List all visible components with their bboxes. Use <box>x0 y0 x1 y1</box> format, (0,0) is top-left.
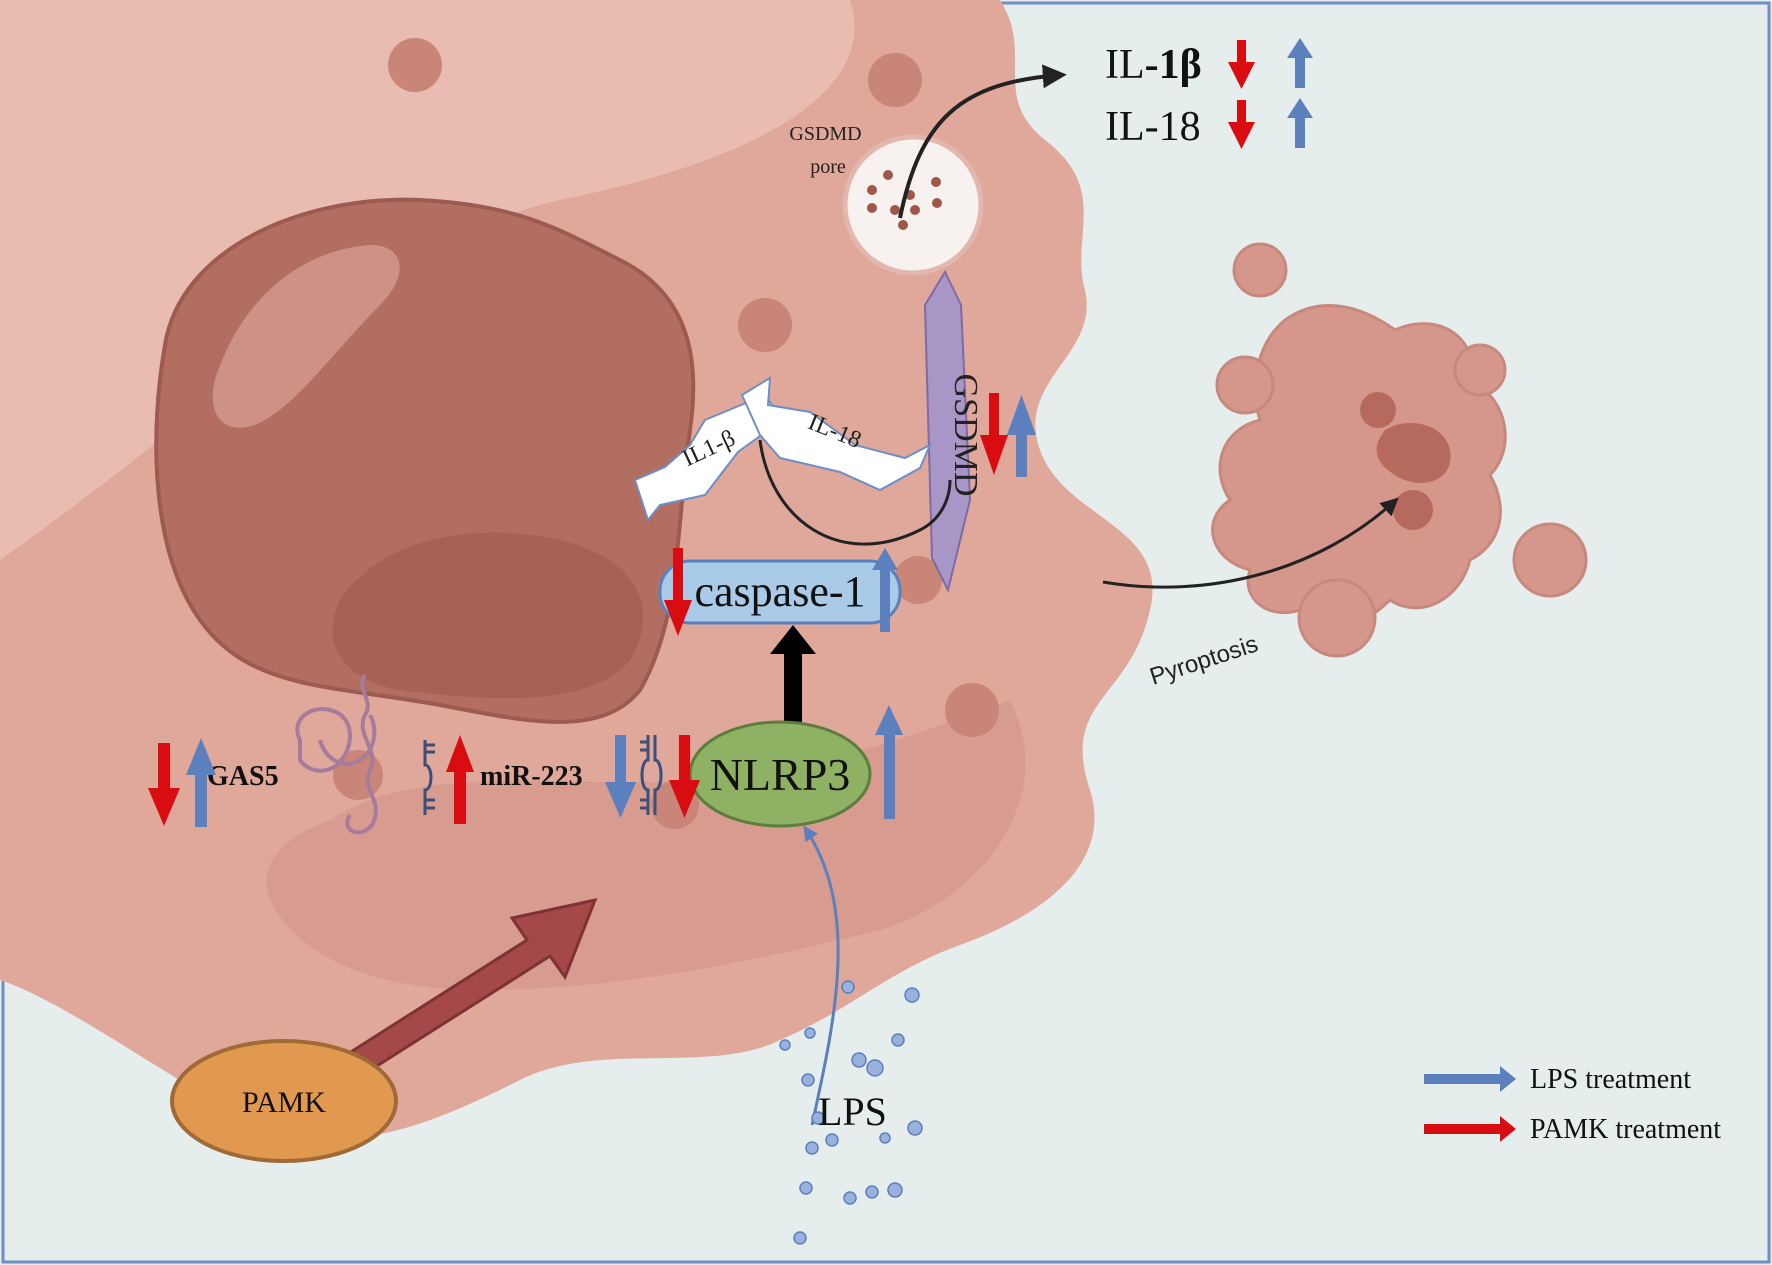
lps-label: LPS <box>818 1089 887 1134</box>
il18-secreted-label: IL-18 <box>1105 104 1201 150</box>
release-arrow <box>898 64 1067 219</box>
caspase-lps-up-arrow <box>872 548 898 632</box>
granule <box>333 750 383 800</box>
gas5-rna-icon <box>295 673 378 835</box>
granule <box>894 556 942 604</box>
il18-cleaved-shape <box>740 376 933 492</box>
nucleus-inner <box>332 532 644 699</box>
gas5-label: GAS5 <box>207 761 279 792</box>
pamk-node <box>170 1039 398 1163</box>
granule <box>738 298 792 352</box>
granule <box>945 683 999 737</box>
il1b-pamk-down-arrow <box>1228 40 1255 89</box>
pore-particles <box>867 170 942 230</box>
nlrp3-activation-arrow <box>770 625 816 722</box>
il18-lps-up-arrow <box>1287 98 1313 148</box>
gsdmd-pore-label: GSDMD pore <box>789 123 866 178</box>
gsdmd-pamk-down-arrow <box>980 393 1008 475</box>
nlrp3-lps-up-arrow <box>875 705 903 819</box>
gsdmd-lps-up-arrow <box>1007 395 1036 477</box>
pamk-label: PAMK <box>242 1086 326 1119</box>
il1b-secreted-label: IL-1β <box>1105 42 1202 88</box>
pyroptosis-arrow <box>1102 497 1399 589</box>
mir223-icon <box>423 740 435 815</box>
mir223-pamk-up-arrow <box>446 735 474 824</box>
il1b-lps-up-arrow <box>1287 38 1313 88</box>
il18-pamk-down-arrow <box>1228 100 1255 149</box>
granule <box>868 53 922 107</box>
caspase-cleavage-loop <box>758 439 952 546</box>
mir223-label: miR-223 <box>480 761 583 792</box>
gas5-pamk-down-arrow <box>148 743 180 826</box>
lps-activation-arrow <box>803 825 840 1126</box>
pyroptotic-cell <box>1211 242 1588 658</box>
pamk-effect-arrow <box>332 897 598 1080</box>
caspase-pamk-down-arrow <box>664 548 692 636</box>
legend-label-pamk: PAMK treatment <box>1530 1114 1721 1145</box>
lps-particles <box>779 980 923 1245</box>
gsdmd-label: GSDMD <box>947 374 984 497</box>
nlrp3-label: NLRP3 <box>710 749 851 800</box>
legend: LPS treatment PAMK treatment <box>1424 1064 1721 1145</box>
gsdmd-protein <box>923 269 972 593</box>
mir223-nlrp3-binding-icon <box>640 735 663 815</box>
legend-label-lps: LPS treatment <box>1530 1064 1691 1095</box>
nlrp3-lps-down-arrow <box>605 735 636 818</box>
caspase-1-label: caspase-1 <box>694 567 865 616</box>
nlrp3-pamk-down-arrow <box>669 735 700 818</box>
gas5-lps-up-arrow <box>186 738 216 827</box>
legend-item-lps: LPS treatment <box>1424 1064 1691 1095</box>
nucleus-highlight <box>212 245 400 428</box>
granule <box>388 38 442 92</box>
caspase-1-box <box>658 559 902 625</box>
cell-highlight <box>0 0 855 560</box>
legend-item-pamk: PAMK treatment <box>1424 1114 1721 1145</box>
gsdmd-pore <box>842 134 984 276</box>
